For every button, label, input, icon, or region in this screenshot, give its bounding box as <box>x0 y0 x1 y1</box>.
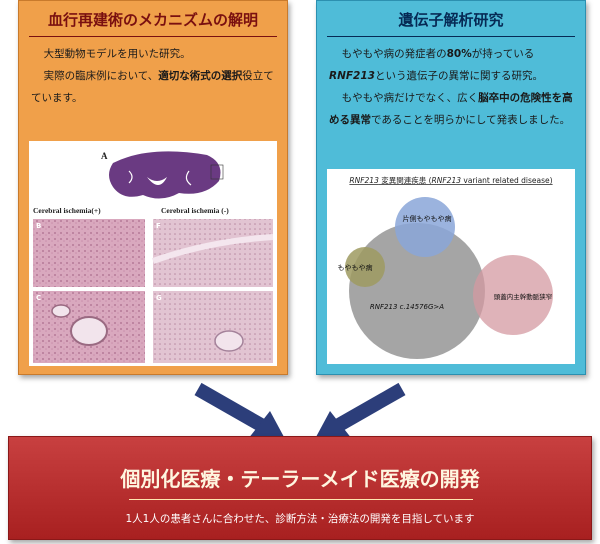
venn-circle-left <box>345 247 385 287</box>
bottom-subtitle: 1人1人の患者さんに合わせた、診断方法・治療法の開発を目指しています <box>125 513 475 525</box>
right-line3-pre: もやもや病だけでなく、広く <box>341 92 479 104</box>
venn-label-main: RNF213 c.14576G>A <box>370 303 444 311</box>
micrograph-b <box>33 219 145 287</box>
venn-heading-gene: RNF213 <box>349 176 379 185</box>
right-arrow-icon <box>316 382 406 439</box>
venn-label-top: 片側もやもや病 <box>403 214 452 223</box>
brain-section <box>109 151 221 199</box>
label-c: C <box>36 294 41 302</box>
label-a: A <box>101 151 108 161</box>
bottom-title: 個別化医療・テーラーメイド医療の開発 <box>120 467 480 491</box>
micrograph-g <box>153 291 273 363</box>
venn-heading-end: variant related disease) <box>461 176 553 185</box>
right-title-rule <box>327 36 575 37</box>
venn-circle-main <box>349 223 485 359</box>
left-line2-post: 役立てています。 <box>31 70 274 104</box>
bottom-box: 個別化医療・テーラーメイド医療の開発 1人1人の患者さんに合わせた、診断方法・治… <box>8 436 592 540</box>
left-panel-title: 血行再建術のメカニズムの解明 <box>47 11 258 29</box>
left-panel-text: 大型動物モデルを用いた研究。 実際の臨床例において、適切な術式の選択役立てていま… <box>19 43 287 109</box>
arrows <box>194 382 406 439</box>
right-panel-title: 遺伝子解析研究 <box>398 11 504 29</box>
left-title-rule <box>29 36 277 37</box>
left-line2-pre: 実際の臨床例において、 <box>43 70 159 82</box>
venn-circle-right <box>473 255 553 335</box>
right-line1-pre: もやもや病の発症者の <box>341 48 447 60</box>
left-line1: 大型動物モデルを用いた研究。 <box>43 48 191 60</box>
right-panel: 遺伝子解析研究 もやもや病の発症者の80%が持っている RNF213という遺伝子… <box>316 0 586 375</box>
label-f: F <box>156 222 161 230</box>
label-b: B <box>36 222 41 230</box>
bottom-title-rule <box>129 499 473 500</box>
label-g: G <box>156 294 162 302</box>
left-line2-bold: 適切な術式の選択 <box>158 70 243 82</box>
label-ischemia-minus: Cerebral ischemia (-) <box>161 206 229 215</box>
right-line1-bold: 80% <box>446 48 472 60</box>
right-line3-post: であることを明らかにして発表しました。 <box>371 114 571 126</box>
right-line1-post: が持っている <box>471 48 535 60</box>
venn-diagram: RNF213 変異関連疾患 (RNF213 variant related di… <box>327 169 575 364</box>
histology-image: A Cerebral ischemia(+) Cerebral ischemia… <box>33 151 274 363</box>
venn-heading-mid: 変異関連疾患 ( <box>379 175 432 185</box>
venn-heading: RNF213 変異関連疾患 (RNF213 variant related di… <box>349 175 552 185</box>
histology-figure: A Cerebral ischemia(+) Cerebral ischemia… <box>29 141 277 366</box>
right-line2-post: という遺伝子の異常に関する研究。 <box>374 70 543 82</box>
venn-svg: RNF213 変異関連疾患 (RNF213 variant related di… <box>338 175 553 359</box>
right-panel-text: もやもや病の発症者の80%が持っている RNF213という遺伝子の異常に関する研… <box>317 43 585 131</box>
right-line3-bold: 脳卒中の危険性を高める異常 <box>329 92 573 126</box>
venn-label-right: 頭蓋内主幹動脈狭窄 <box>494 292 553 301</box>
venn-heading-gene2: RNF213 <box>432 176 462 185</box>
left-arrow-icon <box>194 382 284 439</box>
venn-circle-top <box>395 197 455 257</box>
label-ischemia-plus: Cerebral ischemia(+) <box>33 206 101 215</box>
venn-label-left: もやもや病 <box>338 263 373 272</box>
right-line2-gene: RNF213 <box>329 70 375 82</box>
left-panel: 血行再建術のメカニズムの解明 大型動物モデルを用いた研究。 実際の臨床例において… <box>18 0 288 375</box>
